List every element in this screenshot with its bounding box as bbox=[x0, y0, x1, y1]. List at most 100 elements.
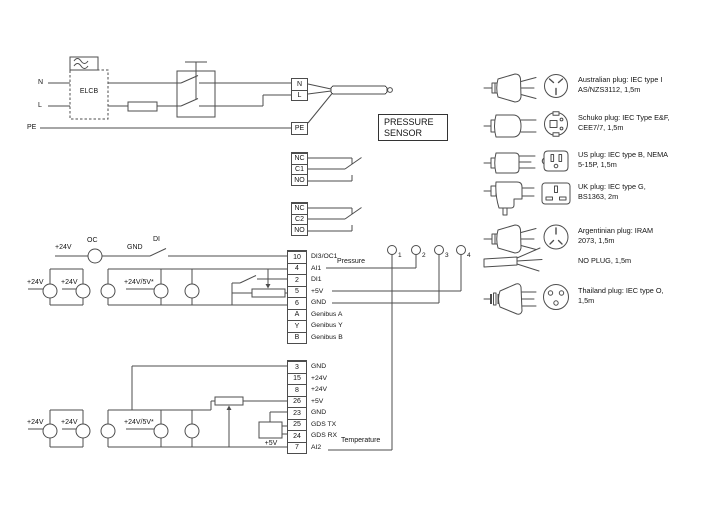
potentiometer-2 bbox=[214, 396, 244, 406]
plug-row-australian: Australian plug: IEC type I AS/NZS3112, … bbox=[483, 66, 704, 112]
power-cord bbox=[330, 85, 388, 95]
terminal-pin: B bbox=[288, 331, 306, 344]
terminal-pin: 4 bbox=[288, 262, 306, 275]
terminal-pin: 2 bbox=[288, 274, 306, 286]
plug-label-line1: Argentinian plug: IRAM bbox=[578, 226, 654, 235]
terminal-label: GDS RX bbox=[311, 432, 338, 440]
plus24v-label: +24V bbox=[61, 279, 78, 286]
plug-row-us: US plug: IEC type B, NEMA 5-15P, 1,5m bbox=[483, 141, 704, 187]
plug-label-line2: CEE7/7, 1,5m bbox=[578, 123, 624, 132]
plus24v-label: +24V bbox=[27, 279, 44, 286]
relay-terminal: C2 bbox=[292, 213, 307, 225]
temperature-annotation: Temperature bbox=[341, 437, 381, 444]
sensor-pin-number: 2 bbox=[422, 252, 426, 259]
plug-label-line1: US plug: IEC type B, NEMA bbox=[578, 150, 669, 159]
terminal-label: GDS TX bbox=[311, 420, 337, 428]
terminal-label: GND bbox=[311, 299, 327, 307]
sensor-pin-number: 3 bbox=[445, 252, 449, 259]
terminal-label: Genibus A bbox=[311, 310, 343, 318]
sensor-pin-number: 4 bbox=[467, 252, 471, 259]
wave-symbol bbox=[73, 63, 89, 69]
power-terminal-pe: PE bbox=[291, 122, 308, 135]
iram-face-icon bbox=[543, 224, 569, 250]
plug-label-line2: 2073, 1,5m bbox=[578, 236, 615, 245]
terminal-pin: 10 bbox=[288, 251, 306, 263]
us-plug-side-icon bbox=[483, 152, 536, 174]
plug-label-line1: Schuko plug: IEC Type E&F, bbox=[578, 113, 670, 122]
terminal-pin: 15 bbox=[288, 372, 306, 385]
bs1363-face-icon bbox=[541, 182, 571, 205]
plus24v-5v-label: +24V/5V* bbox=[124, 279, 154, 286]
relay-terminal: NC bbox=[292, 153, 307, 164]
australian-plug-side-icon bbox=[483, 73, 537, 103]
plug-label-line1: NO PLUG, 1,5m bbox=[578, 256, 632, 265]
plug-row-argentinian: Argentinian plug: IRAM 2073, 1,5m bbox=[483, 217, 704, 263]
terminal-pin: Y bbox=[288, 320, 306, 332]
plug-label-line2: BS1363, 2m bbox=[578, 192, 619, 201]
wave-symbol bbox=[73, 58, 89, 64]
power-terminal-nl: N L bbox=[291, 78, 308, 101]
line-label-pe: PE bbox=[27, 124, 37, 131]
potentiometer-1 bbox=[251, 288, 286, 298]
terminal-label: +5V bbox=[311, 397, 324, 405]
terminal-pe: PE bbox=[294, 125, 305, 132]
terminal-label: DI1 bbox=[311, 276, 322, 284]
terminal-l: L bbox=[292, 89, 307, 101]
wiper-arrow bbox=[265, 284, 271, 289]
fuse-symbol bbox=[127, 101, 158, 112]
relay-terminal: C1 bbox=[292, 163, 307, 175]
line-label-l: L bbox=[38, 102, 42, 109]
elcb-test-box bbox=[69, 56, 99, 71]
contact-blades bbox=[180, 75, 199, 107]
plus24v-5v-label: +24V/5V* bbox=[124, 419, 154, 426]
terminal-label: GND bbox=[311, 363, 327, 371]
terminal-label: Genibus B bbox=[311, 333, 343, 341]
terminal-label: AI1 bbox=[311, 264, 322, 272]
terminal-pin: 24 bbox=[288, 430, 306, 442]
plus5v-label: +5V bbox=[264, 440, 278, 447]
oc-circle bbox=[87, 248, 103, 264]
terminal-label: +24V bbox=[311, 374, 328, 382]
terminal-label: Genibus Y bbox=[311, 322, 343, 330]
terminal-pin: 6 bbox=[288, 297, 306, 309]
gnd-label: GND bbox=[127, 244, 143, 251]
relay-terminal: NC bbox=[292, 203, 307, 214]
di1-switch-blade bbox=[239, 275, 257, 284]
terminal-pin: 5 bbox=[288, 285, 306, 298]
relay-terminal: NO bbox=[292, 174, 307, 185]
relay-blades bbox=[344, 157, 362, 220]
plus24v-label: +24V bbox=[27, 419, 44, 426]
plug-row-thailand: Thailand plug: IEC type O, 1,5m bbox=[483, 277, 704, 323]
uk-plug-side-icon bbox=[483, 181, 535, 216]
terminal-label: +5V bbox=[311, 287, 324, 295]
plug-label-line2: 1,5m bbox=[578, 296, 595, 305]
pressure-sensor-label: PRESSURE SENSOR bbox=[378, 114, 448, 141]
pressure-annotation: Pressure bbox=[337, 258, 366, 265]
nema-face-icon bbox=[541, 150, 569, 172]
thailand-plug-side-icon bbox=[483, 283, 537, 315]
gds-5v-box bbox=[258, 421, 283, 439]
plug-label-line1: Thailand plug: IEC type O, bbox=[578, 286, 664, 295]
terminal-label: DI3/OC1 bbox=[311, 253, 338, 261]
terminal-pin: 23 bbox=[288, 407, 306, 419]
plus24v-label: +24V bbox=[61, 419, 78, 426]
terminal-pin: 25 bbox=[288, 418, 306, 431]
plug-label-line1: UK plug: IEC type G, bbox=[578, 182, 646, 191]
type-i-face-icon bbox=[544, 74, 568, 98]
sensor-pin-number: 1 bbox=[398, 252, 402, 259]
elcb-label: ELCB bbox=[79, 88, 99, 95]
sensor-pin-2 bbox=[411, 245, 421, 255]
schuko-plug-side-icon bbox=[483, 114, 537, 138]
relay-terminal: NO bbox=[292, 224, 307, 235]
terminal-pin: 3 bbox=[288, 361, 306, 373]
argentinian-plug-side-icon bbox=[483, 224, 537, 254]
plug-label-line1: Australian plug: IEC type I bbox=[578, 75, 663, 84]
terminal-pin: A bbox=[288, 308, 306, 321]
